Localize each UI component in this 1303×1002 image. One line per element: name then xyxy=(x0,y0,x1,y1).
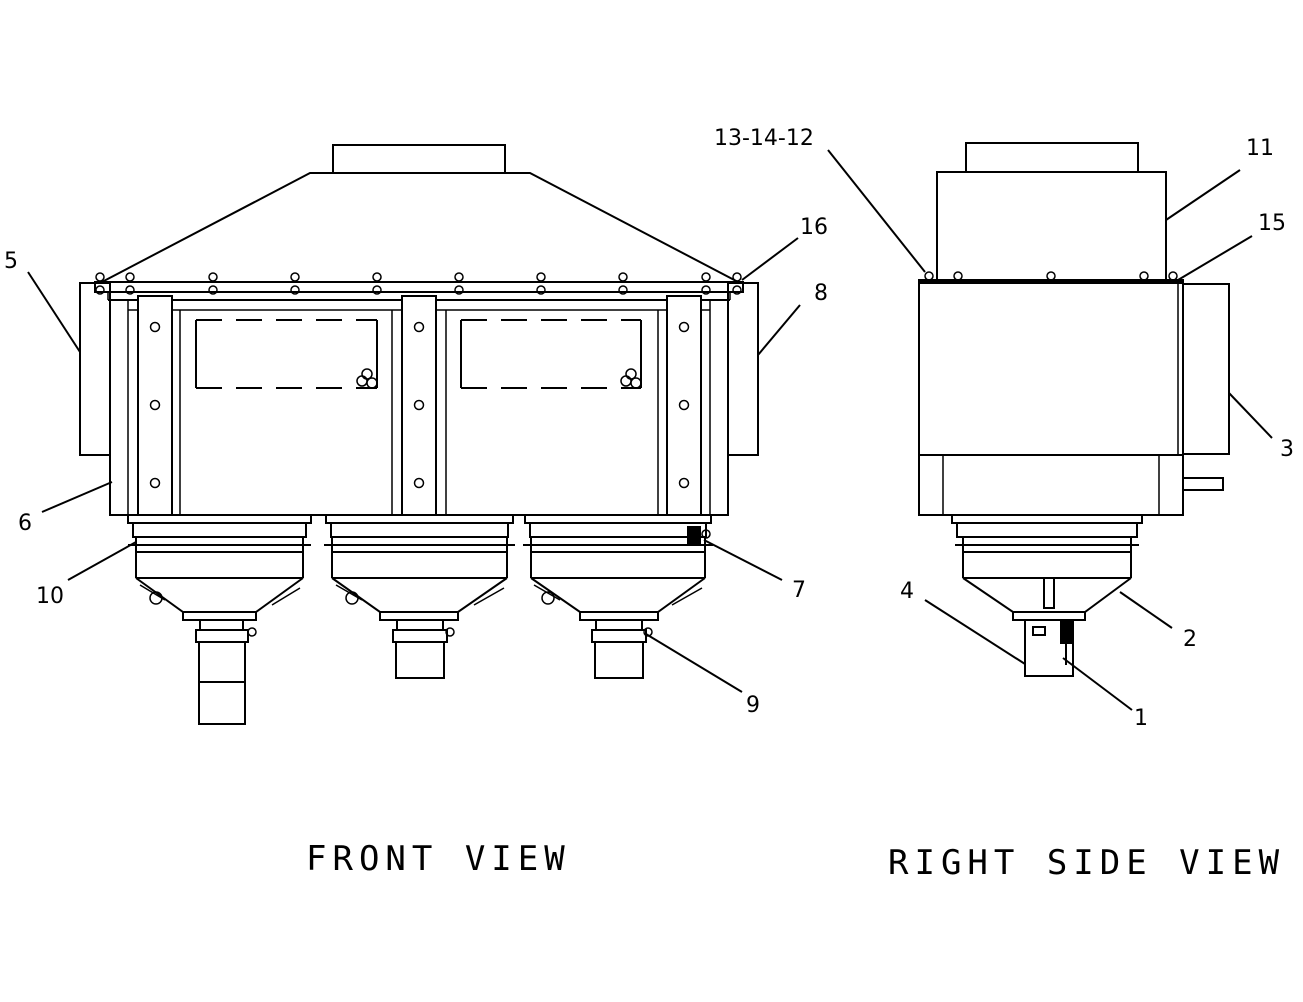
callout-6: 6 xyxy=(18,511,32,536)
callout-4: 4 xyxy=(900,579,914,604)
callout-9: 9 xyxy=(746,693,760,718)
callout-16: 16 xyxy=(800,215,828,240)
front-hopper-3 xyxy=(523,514,713,679)
callout-15: 15 xyxy=(1258,211,1286,236)
side-panel-box xyxy=(1182,283,1230,455)
callouts: 5 6 10 16 8 7 9 13-14-12 11 15 3 2 4 1 xyxy=(4,126,1294,731)
side-leaders xyxy=(827,149,1273,711)
callout-1: 1 xyxy=(1134,706,1148,731)
callout-13-14-12: 13-14-12 xyxy=(714,126,814,151)
callout-5: 5 xyxy=(4,249,18,274)
front-side-box-left xyxy=(79,282,111,456)
callout-11: 11 xyxy=(1246,136,1274,161)
callout-8: 8 xyxy=(814,281,828,306)
front-view-title: FRONT VIEW xyxy=(306,839,571,879)
callout-2: 2 xyxy=(1183,627,1197,652)
front-roof xyxy=(99,172,741,284)
front-inspection-windows xyxy=(195,319,642,389)
side-top-outlet xyxy=(965,142,1139,173)
front-hopper-2 xyxy=(324,514,515,679)
front-view xyxy=(27,144,801,725)
side-roof-box xyxy=(936,171,1167,281)
front-straps xyxy=(137,295,702,516)
callout-3: 3 xyxy=(1280,437,1294,462)
callout-7: 7 xyxy=(792,578,806,603)
front-side-box-right xyxy=(727,282,759,456)
front-flange-bolts xyxy=(95,272,742,295)
side-view-title: RIGHT SIDE VIEW xyxy=(888,843,1285,883)
side-view xyxy=(827,142,1273,711)
callout-10: 10 xyxy=(36,584,64,609)
front-leaders xyxy=(27,237,801,693)
side-hopper xyxy=(951,514,1143,677)
side-pipe xyxy=(1182,477,1224,491)
front-top-flange xyxy=(94,281,744,293)
side-flange-bolts xyxy=(924,271,1178,281)
side-lower-body xyxy=(918,454,1184,516)
front-hopper-1 xyxy=(127,514,312,725)
front-top-outlet xyxy=(332,144,506,174)
side-main-body xyxy=(918,279,1184,456)
